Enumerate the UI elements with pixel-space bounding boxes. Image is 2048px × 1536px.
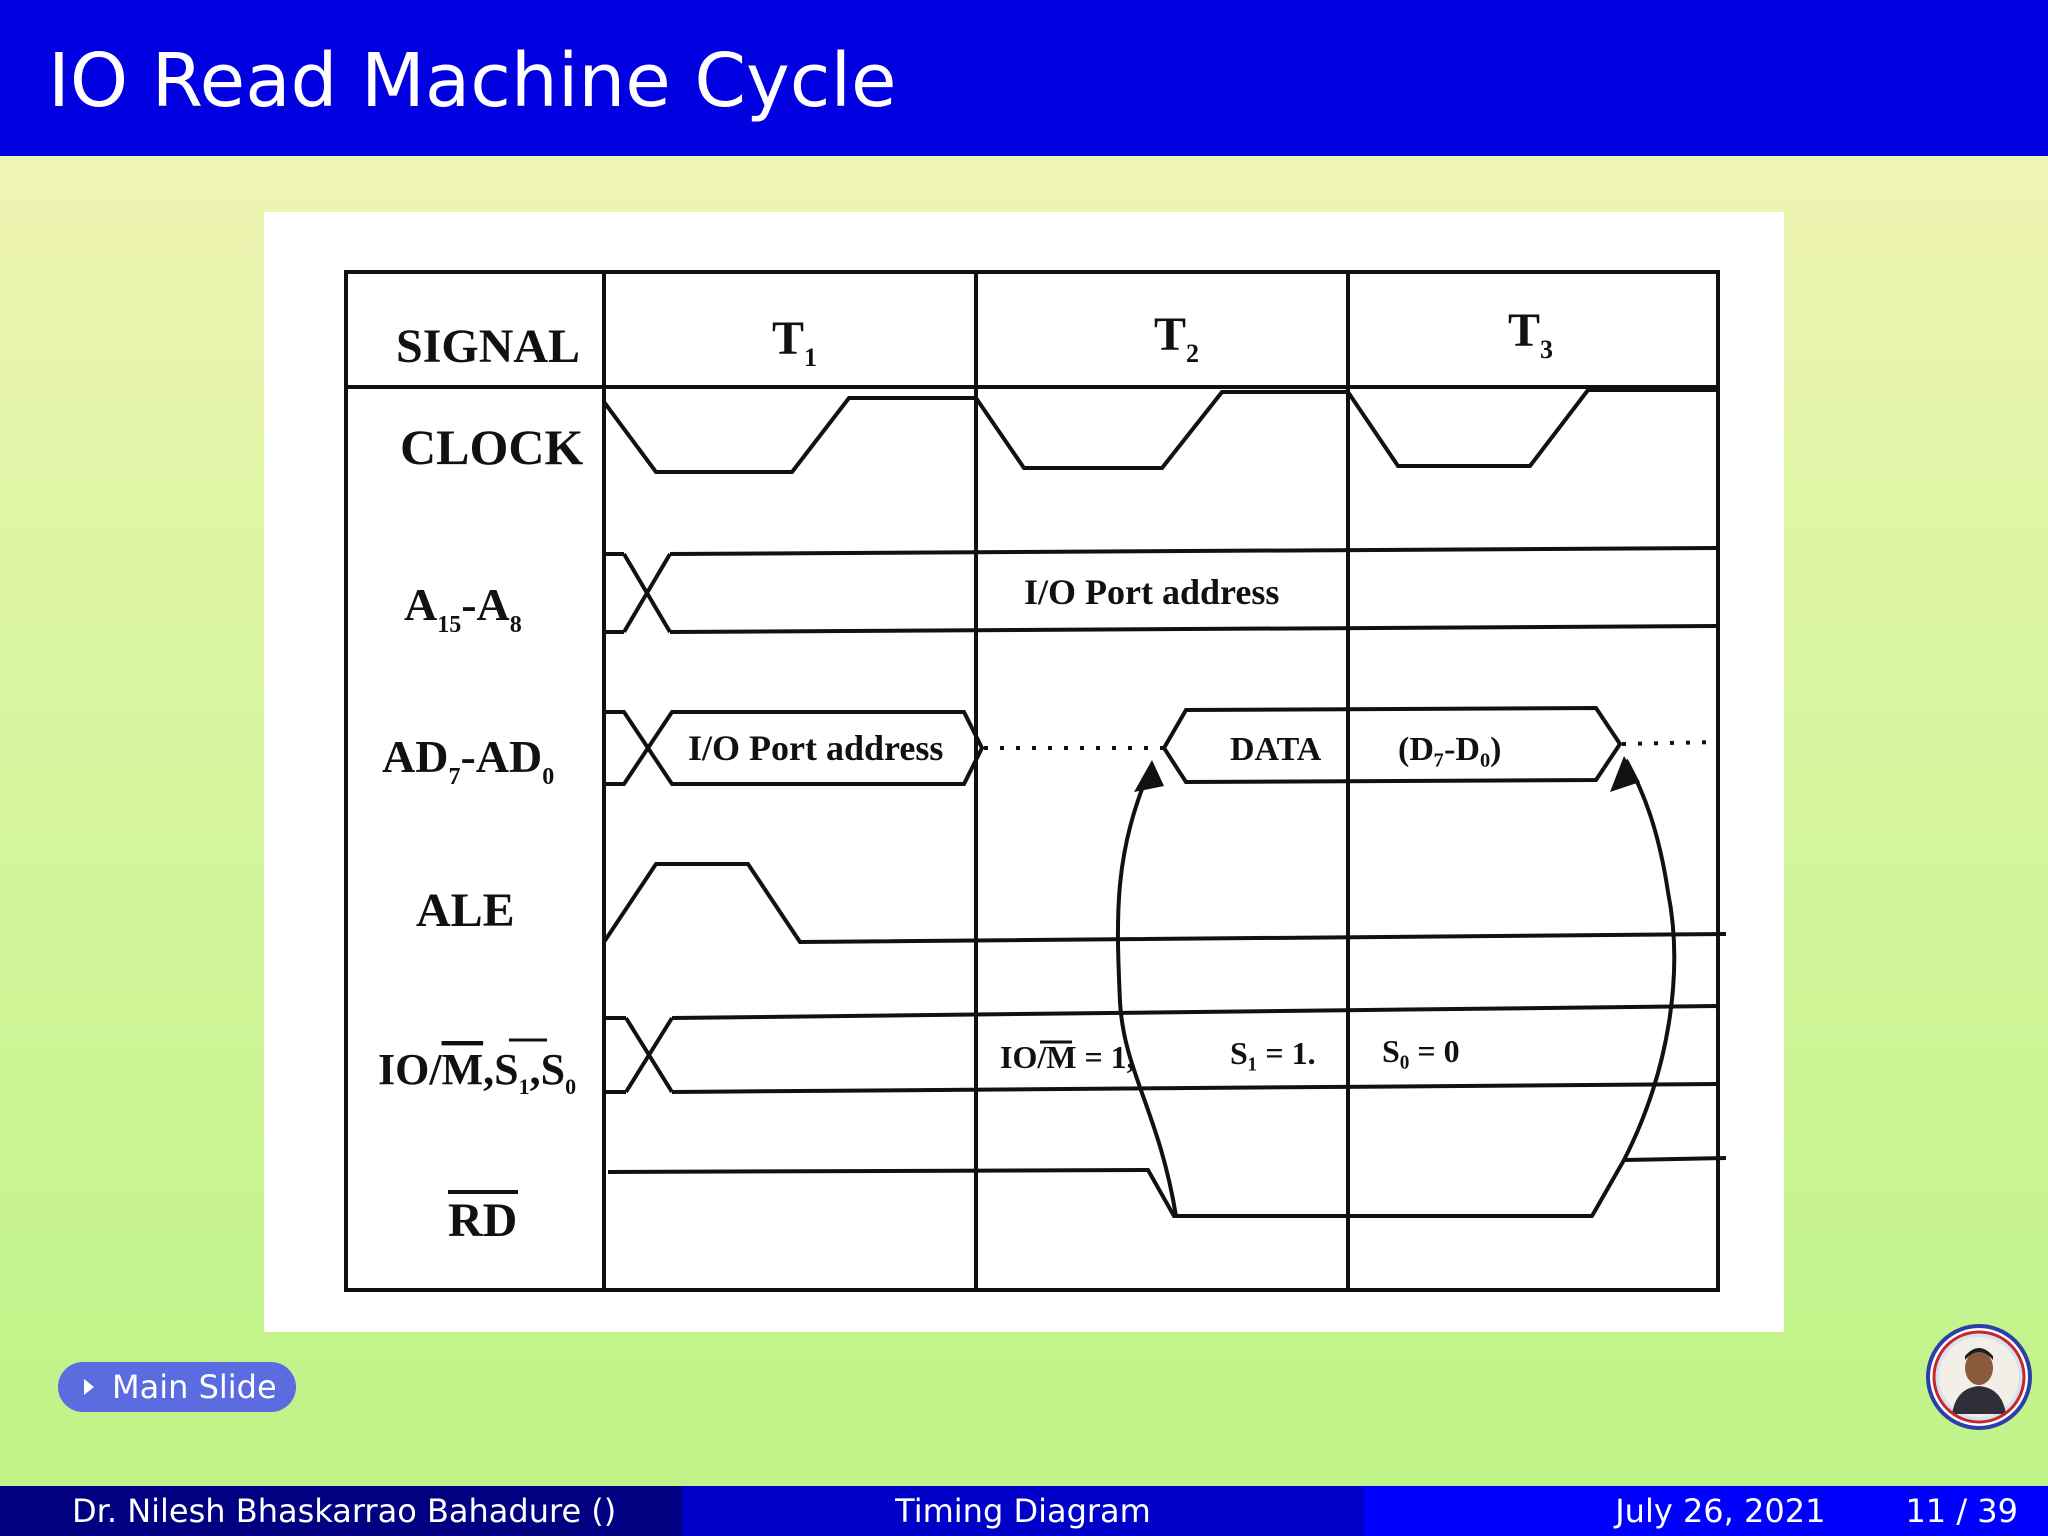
author-logo <box>1926 1324 2032 1430</box>
text-s0-value: S₀ = 0 <box>1382 1033 1460 1069</box>
status-bus <box>604 1004 1719 1094</box>
text-s1-value: S₁ = 1. <box>1230 1035 1316 1071</box>
label-ad7-ad0: AD7-AD0 <box>382 731 554 790</box>
label-rd: RD <box>448 1194 517 1247</box>
footer-topic: Timing Diagram <box>682 1486 1364 1536</box>
avatar-icon <box>1932 1330 2026 1424</box>
slide-title: IO Read Machine Cycle <box>48 38 897 124</box>
footer-date: July 26, 2021 <box>1615 1492 1826 1530</box>
arrowhead-data-start <box>1134 760 1164 792</box>
label-a15-a8: A15-A8 <box>404 579 522 638</box>
header-t3: T3 <box>1508 304 1553 364</box>
header-t1: T1 <box>772 312 817 372</box>
arrow-rd-to-data-end <box>1622 759 1677 1161</box>
arrowhead-data-end <box>1610 756 1640 792</box>
header-t2: T2 <box>1154 308 1199 368</box>
text-high-port-address: I/O Port address <box>1024 572 1279 612</box>
table-frame <box>344 270 1720 1292</box>
address-high-bus <box>604 546 1719 634</box>
timing-diagram: SIGNAL T1 T2 T3 CLOCK A15-A8 AD7-AD0 ALE… <box>344 270 1727 1292</box>
footer-right: July 26, 2021 11 / 39 <box>1364 1486 2048 1536</box>
play-triangle-icon <box>84 1379 94 1395</box>
main-slide-button[interactable]: Main Slide <box>58 1362 296 1412</box>
label-clock: CLOCK <box>400 419 583 475</box>
main-slide-label: Main Slide <box>112 1368 277 1406</box>
footer: Dr. Nilesh Bhaskarrao Bahadure () Timing… <box>0 1486 2048 1536</box>
footer-page-number: 11 / 39 <box>1905 1492 2018 1530</box>
rd-waveform <box>607 1156 1727 1218</box>
address-low-bus <box>604 705 1719 786</box>
title-bar: IO Read Machine Cycle <box>0 0 2048 156</box>
text-data: DATA <box>1230 731 1322 768</box>
header-signal: SIGNAL <box>396 320 580 373</box>
ale-waveform <box>602 862 1727 945</box>
footer-author: Dr. Nilesh Bhaskarrao Bahadure () <box>0 1486 682 1536</box>
text-io-m-value: IO/M = 1, <box>1000 1039 1135 1075</box>
arrow-rd-to-data-start <box>1115 763 1178 1217</box>
text-low-port-address: I/O Port address <box>688 728 943 768</box>
timing-diagram-figure: SIGNAL T1 T2 T3 CLOCK A15-A8 AD7-AD0 ALE… <box>264 212 1784 1332</box>
clock-waveform <box>602 388 1718 474</box>
text-data-range: (D₇-D₀) <box>1398 731 1501 768</box>
label-io-m-s1-s0: IO/M,S1,S0 <box>378 1045 576 1099</box>
label-ale: ALE <box>416 884 515 937</box>
